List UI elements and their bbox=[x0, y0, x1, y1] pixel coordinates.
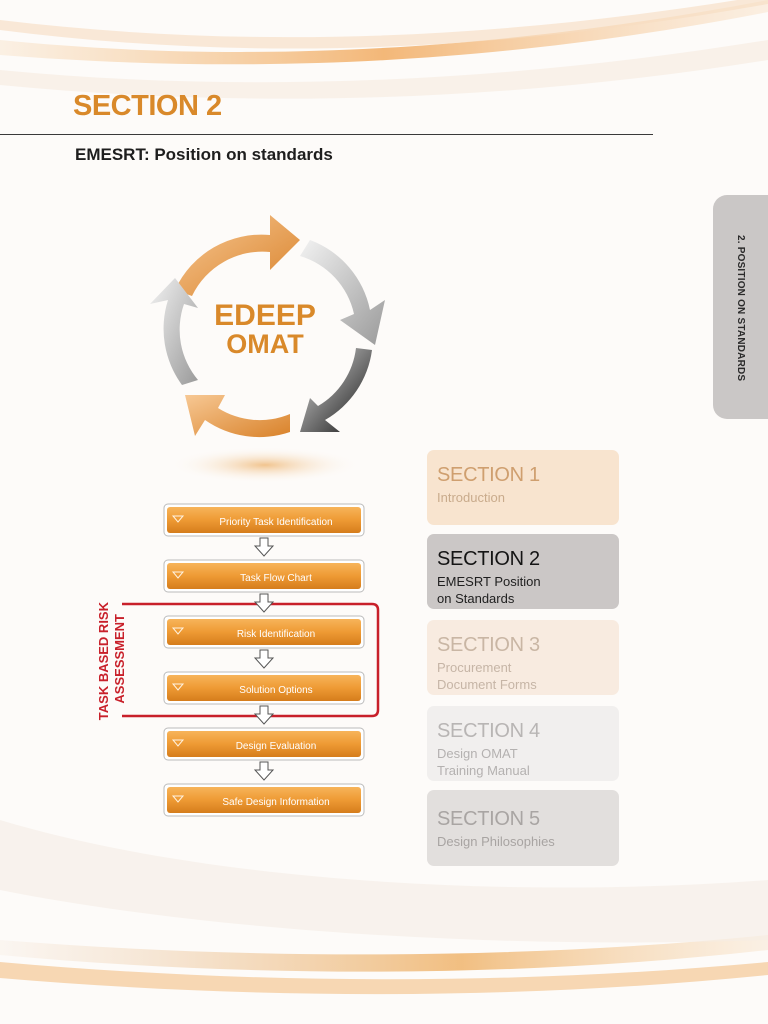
task-flow-diagram: TASK BASED RISK ASSESSMENT Priority Task… bbox=[96, 503, 380, 817]
nav-card-description: Procurement Document Forms bbox=[437, 660, 537, 692]
nav-card-title: SECTION 5 bbox=[437, 808, 540, 830]
flow-step-label: Safe Design Information bbox=[222, 797, 329, 808]
flow-step-label: Task Flow Chart bbox=[240, 573, 312, 584]
nav-card-description: Design OMAT Training Manual bbox=[437, 746, 530, 778]
cycle-arrow-bottom bbox=[185, 395, 290, 438]
nav-card-title: SECTION 3 bbox=[437, 634, 540, 656]
cycle-arrow-left bbox=[150, 278, 198, 385]
flow-down-arrow bbox=[253, 593, 275, 613]
section-side-tab[interactable] bbox=[713, 195, 768, 419]
risk-assessment-bracket bbox=[122, 602, 380, 718]
flow-step-safe-design-information: Safe Design Information bbox=[163, 783, 365, 817]
nav-card-title: SECTION 4 bbox=[437, 720, 540, 742]
flow-step-label: Design Evaluation bbox=[236, 741, 317, 752]
cycle-label-edeep: EDEEP bbox=[214, 299, 316, 332]
flow-down-arrow bbox=[253, 705, 275, 725]
nav-card-description: EMESRT Position on Standards bbox=[437, 574, 541, 606]
cycle-arrow-bottom-right bbox=[300, 348, 372, 432]
bracket-label-line1: TASK BASED RISK bbox=[96, 601, 111, 720]
flow-down-arrow bbox=[253, 761, 275, 781]
nav-card-description: Design Philosophies bbox=[437, 834, 555, 849]
flow-step-design-evaluation: Design Evaluation bbox=[163, 727, 365, 761]
nav-card-description: Introduction bbox=[437, 490, 505, 505]
nav-card-section-3[interactable]: SECTION 3 Procurement Document Forms bbox=[427, 620, 619, 695]
nav-card-section-5[interactable]: SECTION 5 Design Philosophies bbox=[427, 790, 619, 866]
nav-card-title: SECTION 1 bbox=[437, 464, 540, 486]
cycle-shadow bbox=[170, 447, 360, 483]
nav-card-section-1[interactable]: SECTION 1 Introduction bbox=[427, 450, 619, 525]
edeep-omat-cycle-diagram: EDEEP OMAT bbox=[150, 215, 385, 483]
flow-step-label: Solution Options bbox=[239, 685, 312, 696]
flow-step-priority-task-identification: Priority Task Identification bbox=[163, 503, 365, 537]
nav-card-title: SECTION 2 bbox=[437, 548, 540, 570]
nav-card-section-2[interactable]: SECTION 2 EMESRT Position on Standards bbox=[427, 534, 619, 609]
flow-step-label: Risk Identification bbox=[237, 629, 315, 640]
flow-step-risk-identification: Risk Identification bbox=[163, 615, 365, 649]
cycle-label-omat: OMAT bbox=[226, 329, 304, 359]
side-tab-label: 2. POSITION ON STANDARDS bbox=[735, 235, 746, 382]
flow-step-task-flow-chart: Task Flow Chart bbox=[163, 559, 365, 593]
section-heading: SECTION 2 bbox=[73, 90, 222, 122]
page-subtitle: EMESRT: Position on standards bbox=[75, 145, 333, 164]
flow-down-arrow bbox=[253, 537, 275, 557]
cycle-arrow-top bbox=[175, 215, 300, 296]
bracket-label-line2: ASSESSMENT bbox=[112, 614, 127, 704]
flow-step-solution-options: Solution Options bbox=[163, 671, 365, 705]
cycle-arrow-right bbox=[300, 240, 385, 345]
flow-down-arrow bbox=[253, 649, 275, 669]
heading-divider bbox=[0, 134, 653, 135]
flow-step-label: Priority Task Identification bbox=[219, 517, 332, 528]
nav-card-section-4[interactable]: SECTION 4 Design OMAT Training Manual bbox=[427, 706, 619, 781]
